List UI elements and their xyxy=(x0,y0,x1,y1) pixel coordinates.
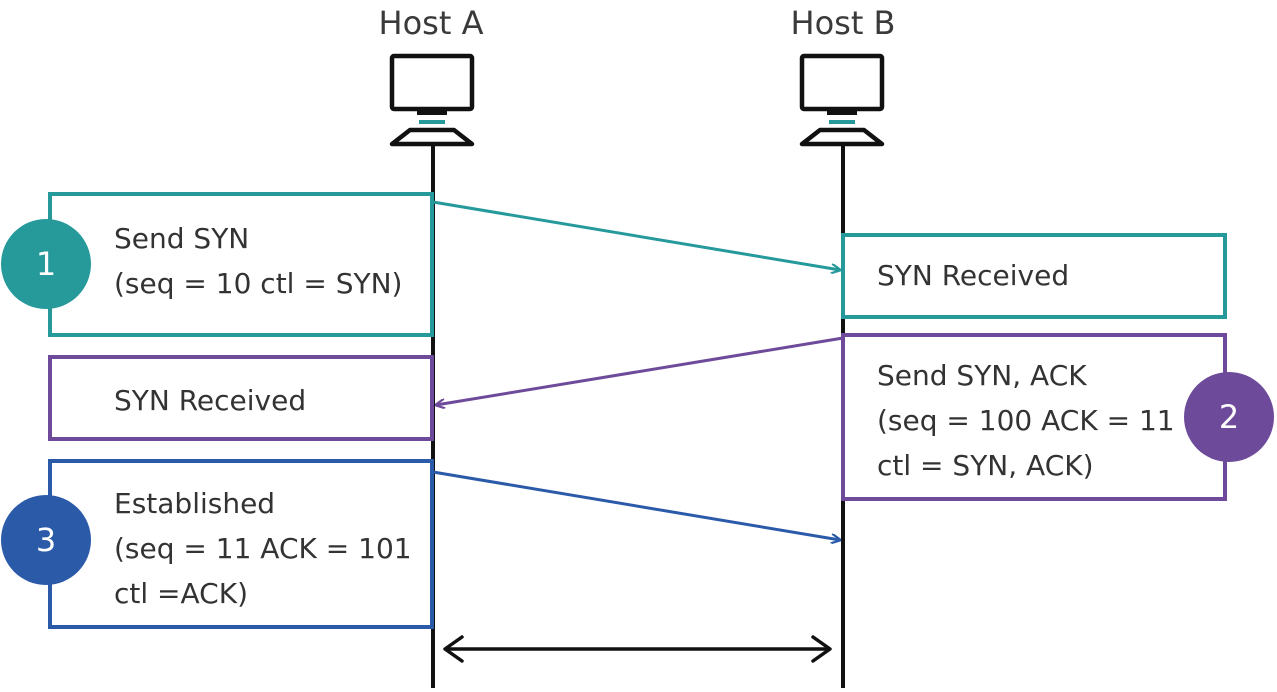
ack-arrow xyxy=(432,470,840,540)
step2-badge: 2 xyxy=(1184,372,1274,462)
step3-title: Established xyxy=(114,487,276,520)
step1-badge: 1 xyxy=(1,219,91,309)
step1-title: Send SYN xyxy=(114,222,250,255)
syn-ack-arrow xyxy=(436,336,844,405)
step3-box: Established (seq = 11 ACK = 101 ctl =ACK… xyxy=(48,459,434,629)
step3-badge: 3 xyxy=(1,495,91,585)
syn-received-b-label: SYN Received xyxy=(877,259,1070,292)
syn-arrow xyxy=(432,200,840,270)
computer-icon xyxy=(799,53,885,147)
step3-detail-1: (seq = 11 ACK = 101 xyxy=(114,532,412,565)
syn-received-b-box: SYN Received xyxy=(841,233,1227,319)
step2-box: Send SYN, ACK (seq = 100 ACK = 11 ctl = … xyxy=(841,333,1227,501)
arrowhead-right xyxy=(811,635,832,663)
step1-box: Send SYN (seq = 10 ctl = SYN) xyxy=(48,192,434,337)
syn-received-a-label: SYN Received xyxy=(114,384,307,417)
step3-detail-2: ctl =ACK) xyxy=(114,577,249,610)
host-a-label: Host A xyxy=(378,4,484,42)
step1-detail: (seq = 10 ctl = SYN) xyxy=(114,267,403,300)
step2-title: Send SYN, ACK xyxy=(877,359,1087,392)
syn-received-a-box: SYN Received xyxy=(48,355,434,441)
arrowhead-left xyxy=(443,635,464,663)
host-b-label: Host B xyxy=(790,4,896,42)
step2-detail-1: (seq = 100 ACK = 11 xyxy=(877,404,1175,437)
step2-detail-2: ctl = SYN, ACK) xyxy=(877,449,1094,482)
computer-icon xyxy=(389,53,475,147)
